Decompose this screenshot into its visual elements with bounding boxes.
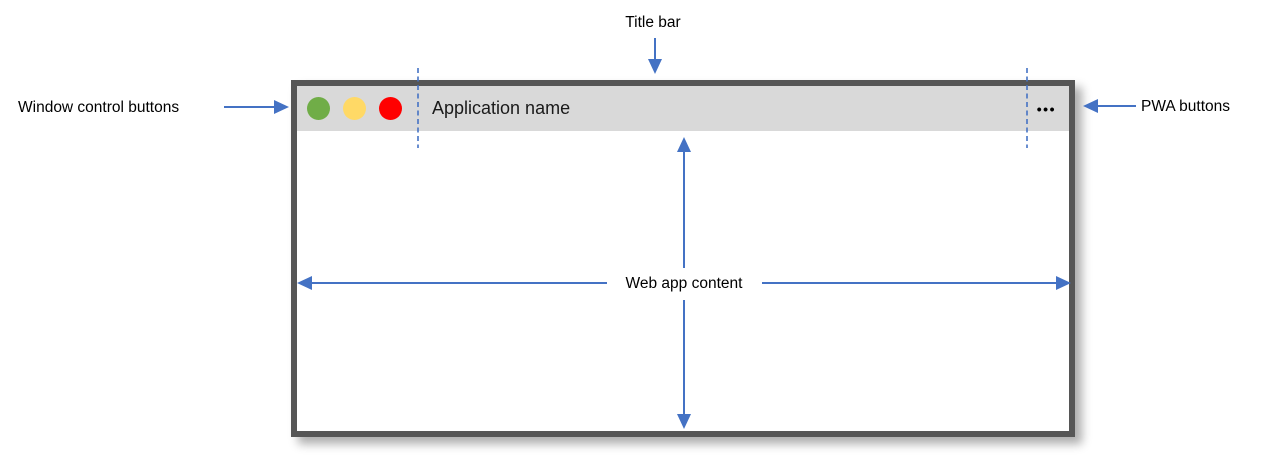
window-control-yellow-icon[interactable] bbox=[343, 97, 366, 120]
web-app-content-label: Web app content bbox=[625, 275, 743, 292]
window-control-red-icon[interactable] bbox=[379, 97, 402, 120]
pwa-buttons-arrow bbox=[1083, 99, 1136, 113]
window-control-buttons-label: Window control buttons bbox=[18, 99, 180, 116]
title-bar-arrow bbox=[648, 38, 662, 74]
application-name: Application name bbox=[432, 98, 571, 118]
app-window: Application name ••• bbox=[291, 80, 1075, 437]
window-control-buttons bbox=[307, 97, 402, 120]
window-control-green-icon[interactable] bbox=[307, 97, 330, 120]
pwa-buttons-label: PWA buttons bbox=[1141, 98, 1231, 115]
pwa-menu-ellipsis-icon[interactable]: ••• bbox=[1036, 100, 1056, 117]
title-bar-label: Title bar bbox=[625, 14, 681, 31]
window-control-buttons-arrow bbox=[224, 100, 289, 114]
title-bar: Application name ••• bbox=[297, 86, 1069, 131]
